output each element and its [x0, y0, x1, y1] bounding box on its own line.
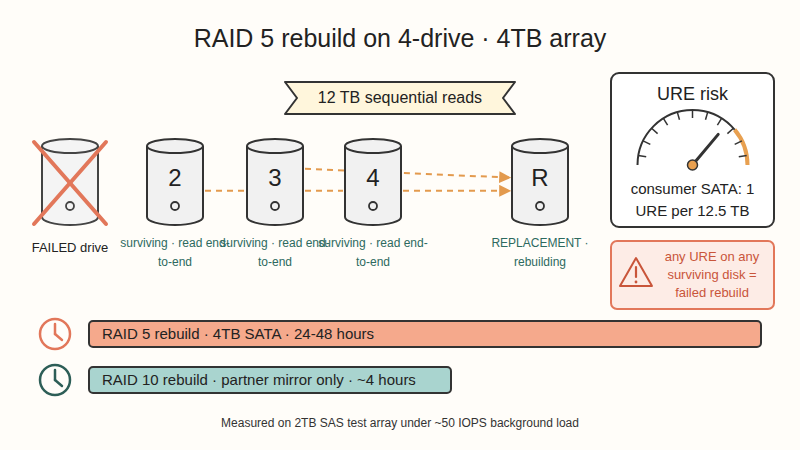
timeline-bar: RAID 5 rebuild · 4TB SATA · 24-48 hours	[88, 320, 762, 348]
drive-led	[536, 202, 544, 210]
warning-triangle	[620, 258, 652, 286]
clock-icon	[40, 365, 70, 395]
gauge-tick	[643, 141, 650, 145]
warning-box	[611, 241, 774, 309]
gauge-tick	[717, 118, 721, 125]
drive-label: surviving · read end-to-end	[318, 234, 428, 272]
warning-mark	[635, 267, 637, 277]
panel-body: consumer SATA: 1 URE per 12.5 TB	[618, 178, 767, 222]
drive-led	[66, 202, 74, 210]
warning-dot	[635, 281, 638, 284]
gauge-tick	[663, 118, 667, 125]
drive-label: FAILED drive	[10, 238, 130, 257]
read-flow-line	[305, 190, 343, 192]
bar-label: RAID 5 rebuild · 4TB SATA · 24-48 hours	[102, 320, 754, 348]
read-flow-line	[305, 169, 510, 178]
diagram-caption: Measured on 2TB SAS test array under ~50…	[0, 416, 800, 430]
warning-text: any URE on any surviving disk = failed r…	[656, 248, 768, 302]
clock-icon	[40, 319, 70, 349]
gauge-panel: URE risk consumer SATA: 1 URE per 12.5 TB	[610, 72, 775, 228]
read-flow-line	[403, 190, 510, 192]
gauge-arc	[638, 110, 748, 165]
banner-text: 12 TB sequential reads	[285, 82, 515, 114]
warning-callout: any URE on any surviving disk = failed r…	[610, 240, 775, 310]
gauge-tick	[652, 128, 658, 133]
drive-label: REPLACEMENT · rebuilding	[485, 234, 595, 272]
disk-drive: FAILED drive	[40, 138, 100, 226]
drive-led	[369, 202, 377, 210]
gauge-box	[611, 73, 774, 227]
gauge-hub	[688, 160, 698, 170]
clock-face	[40, 319, 70, 349]
ribbon-banner	[285, 82, 515, 114]
gauge-danger-arc	[735, 130, 748, 165]
duration-bar	[89, 321, 761, 347]
drive-number: 2	[145, 164, 205, 192]
diagram-title: RAID 5 rebuild on 4-drive · 4TB array	[0, 24, 800, 53]
gauge-tick	[677, 112, 679, 120]
drive-led	[171, 202, 179, 210]
clock-hand	[55, 380, 62, 386]
disk-drive: 2surviving · read end-to-end	[145, 138, 205, 226]
drive-led	[271, 202, 279, 210]
clock-hand	[54, 370, 57, 380]
node-outline	[40, 138, 100, 226]
clock-hand	[54, 324, 57, 334]
failure-cross	[34, 142, 106, 224]
disk-drive: RREPLACEMENT · rebuilding	[510, 138, 570, 226]
drive-top	[345, 139, 401, 153]
bar-label: RAID 10 rebuild · partner mirror only · …	[102, 366, 444, 394]
drive-top	[247, 139, 303, 153]
drive-top	[147, 139, 203, 153]
drive-number: 4	[343, 164, 403, 192]
gauge-tick	[638, 155, 646, 156]
duration-bar	[89, 367, 451, 393]
gauge-tick	[735, 141, 742, 145]
drive-top	[42, 139, 98, 153]
failure-cross	[34, 142, 106, 224]
drive-number: R	[510, 164, 570, 192]
panel-heading: URE risk	[610, 84, 775, 105]
read-flow-line	[205, 190, 245, 192]
gauge-tick	[692, 110, 694, 118]
drive-label: surviving · read end-to-end	[120, 234, 230, 272]
drive-number: 3	[245, 164, 305, 192]
ribbon-label: 12 TB sequential reads	[285, 82, 515, 114]
gauge-tick	[706, 112, 708, 120]
disk-drive: 4surviving · read end-to-end	[343, 138, 403, 226]
clock-face	[40, 365, 70, 395]
disk-drive: 3surviving · read end-to-end	[245, 138, 305, 226]
gauge-tick	[739, 155, 747, 156]
drive-top	[512, 139, 568, 153]
timeline-bar: RAID 10 rebuild · partner mirror only · …	[88, 366, 452, 394]
clock-hand	[55, 334, 62, 340]
gauge-tick	[727, 128, 733, 133]
gauge-needle	[693, 134, 719, 165]
drive-label: surviving · read end-to-end	[220, 234, 330, 272]
